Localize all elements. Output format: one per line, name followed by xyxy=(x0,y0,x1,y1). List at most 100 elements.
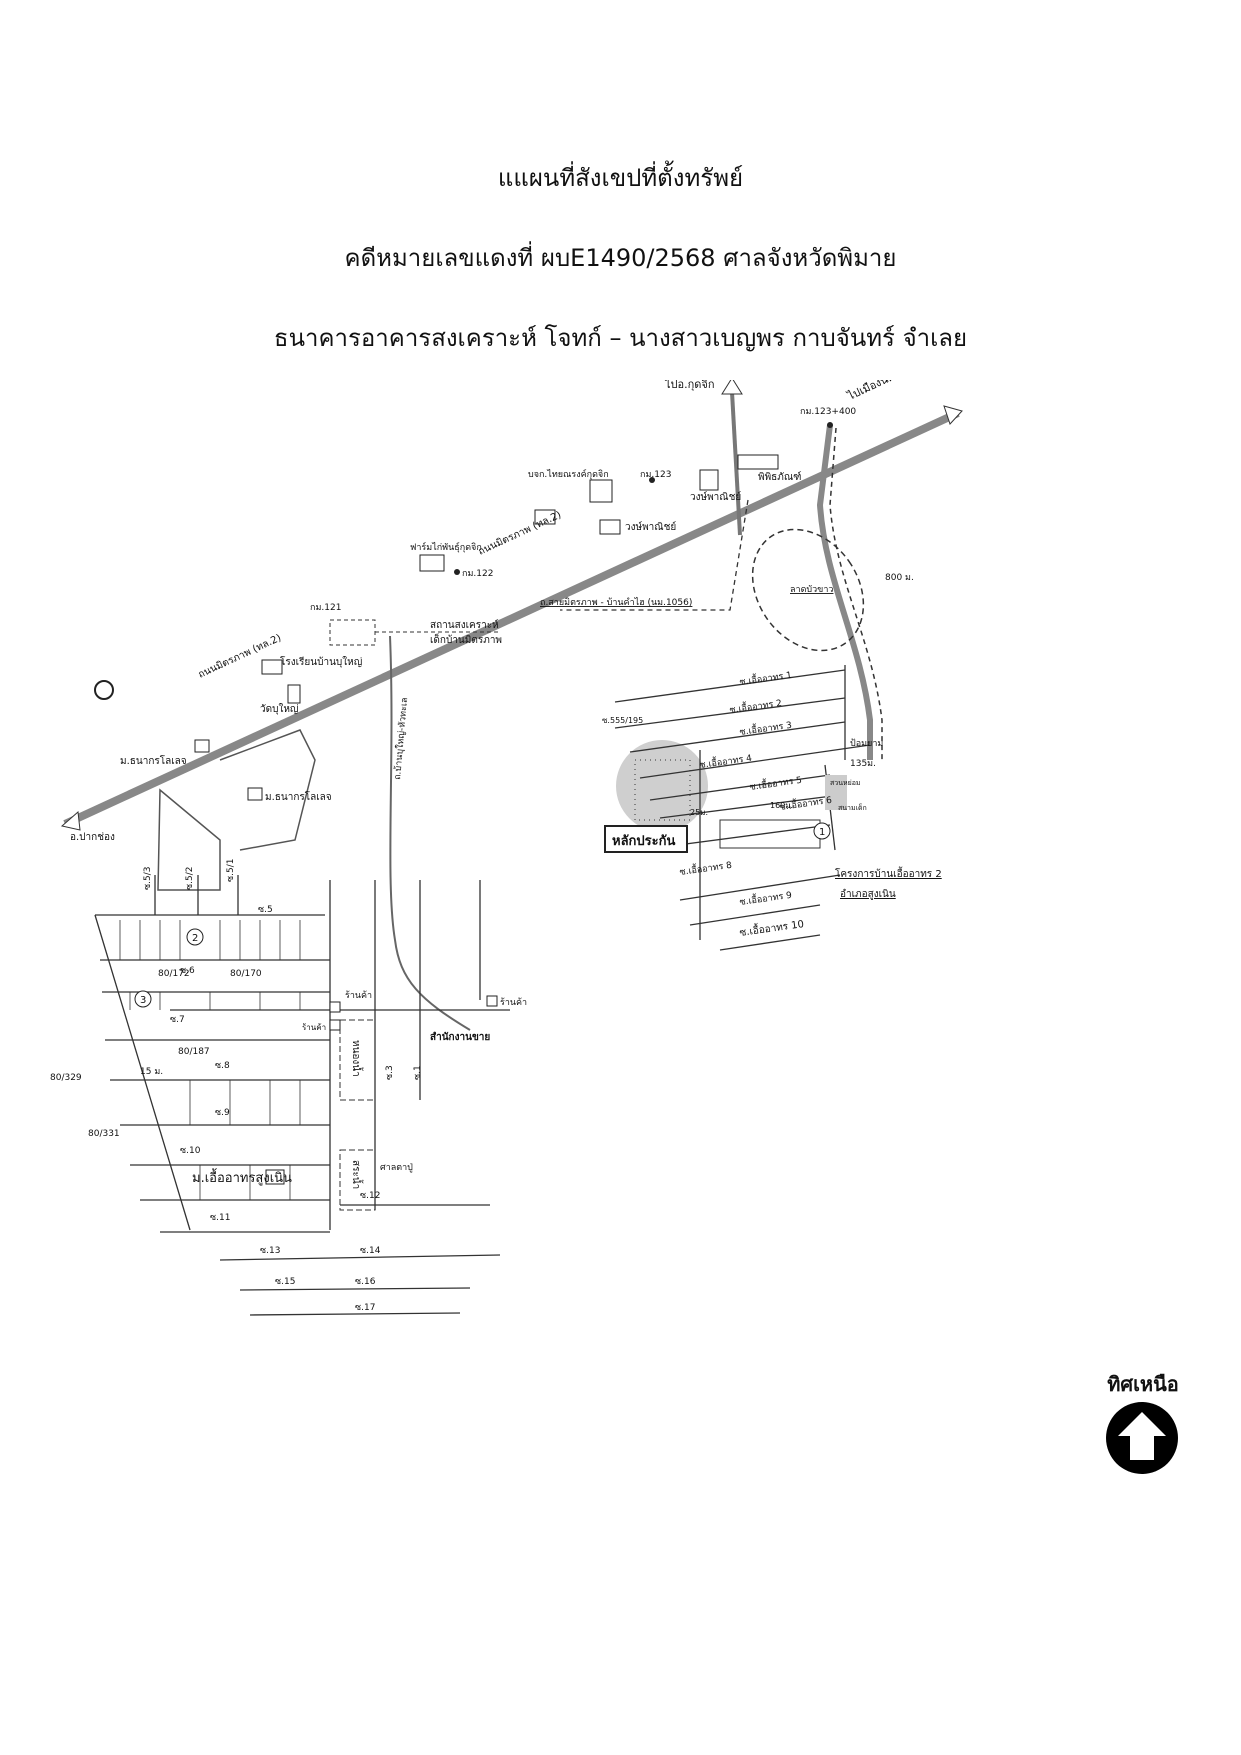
label-dist-25: 25ม. xyxy=(690,808,708,817)
shop-box-icon xyxy=(486,995,498,1007)
label-s6: ซ.6 xyxy=(180,966,195,976)
label-p80-172: 80/172 xyxy=(158,969,190,979)
label-to-nakhon-ratchasima: ไปเมืองนครราชสีมา xyxy=(845,380,938,403)
label-wongpanich-2: วงษ์พาณิชย์ xyxy=(625,521,676,533)
label-s13: ซ.13 xyxy=(260,1246,280,1256)
label-plot-555: ซ.555/195 xyxy=(602,716,643,725)
label-guard: ป้อมยาม xyxy=(850,738,883,749)
house-icon xyxy=(265,1169,285,1185)
mittraphap-highway xyxy=(63,409,960,828)
highway-arrow-east xyxy=(943,405,963,425)
label-s53: ซ.5/3 xyxy=(143,867,153,890)
pool-area xyxy=(339,1149,376,1211)
label-village-b: ม.ธนากรโลเลจ xyxy=(265,790,332,803)
lower-map: 2 3 ซ.5/3 ซ.5/2 ซ.5/1 ซ.5 ซ.6 ซ.7 ซ.8 ซ.… xyxy=(50,859,527,1316)
road-ban-bu-yai xyxy=(389,635,471,1031)
label-p80-329: 80/329 xyxy=(50,1073,82,1083)
label-shop-1: ร้านค้า xyxy=(345,990,372,1001)
museum-building-icon xyxy=(737,454,779,470)
label-road-ban-bu: ถ.บ้านบุใหญ่-หัวทะเล xyxy=(392,697,410,780)
label-p80-187: 80/187 xyxy=(178,1047,210,1057)
north-label: ทิศเหนือ xyxy=(1107,1372,1179,1396)
label-garden: สวนหย่อม xyxy=(830,779,861,787)
case-number-line: คดีหมายเลขแดงที่ ผบE1490/2568 ศาลจังหวัด… xyxy=(344,244,897,272)
label-soi-10: ซ.เอื้ออาทร 10 xyxy=(738,916,804,939)
label-p80-331: 80/331 xyxy=(88,1129,120,1139)
house-icon xyxy=(194,739,210,753)
label-s52: ซ.5/2 xyxy=(185,867,195,890)
label-dist-160: 160ม. xyxy=(770,801,793,810)
marker-2-label: 2 xyxy=(192,933,198,944)
label-village-a: ม.ธนากรโลเลจ xyxy=(120,754,187,767)
label-soi-5: ซ.เอื้ออาทร 5 xyxy=(749,773,803,793)
label-s1: ซ.1 xyxy=(413,1065,423,1080)
label-park: สนามเด็ก xyxy=(838,803,867,812)
school-icon xyxy=(261,659,283,675)
route-dashed-right xyxy=(829,427,883,760)
label-s8: ซ.8 xyxy=(215,1061,230,1071)
label-chicken-farm: ฟาร์มไก่พันธุ์กุดจิก xyxy=(410,541,482,553)
label-soi-1: ซ.เอื้ออาทร 1 xyxy=(739,668,793,688)
marker-3 xyxy=(134,990,152,1008)
marker-3-label: 3 xyxy=(140,995,146,1006)
label-s14: ซ.14 xyxy=(360,1246,381,1256)
label-s12: ซ.12 xyxy=(360,1191,380,1201)
label-soi-8: ซ.เอื้ออาทร 8 xyxy=(679,858,733,878)
north-arrow-icon xyxy=(1106,1402,1178,1474)
label-dist-800: 800 ม. xyxy=(885,573,914,583)
label-museum: พิพิธภัณฑ์ xyxy=(758,471,801,483)
label-welfare-home-1: สถานสงเคราะห์ xyxy=(430,619,499,631)
page-title: แแผนที่สังเขปที่ตั้งทรัพย์ xyxy=(497,164,744,192)
label-wongpanich-1: วงษ์พาณิชย์ xyxy=(690,491,741,503)
label-pool: สระน้ำ xyxy=(350,1160,364,1189)
label-sales-office: สำนักงานขาย xyxy=(430,1031,490,1043)
school-wat-area xyxy=(157,729,316,891)
label-welfare-home-2: เด็กบ้านมิตรภาพ xyxy=(430,632,502,646)
marker-1-label: 1 xyxy=(819,827,825,838)
label-s15: ซ.15 xyxy=(275,1277,295,1287)
label-km-122: กม.122 xyxy=(462,569,493,579)
label-s9: ซ.9 xyxy=(215,1108,230,1118)
highway-arrow-west xyxy=(60,810,81,831)
label-15m: 15 ม. xyxy=(140,1067,163,1077)
km-marker xyxy=(454,569,460,575)
house-icon xyxy=(247,787,263,801)
pond-area xyxy=(339,1019,376,1101)
label-shrine: ศาลตาปู่ xyxy=(380,1163,413,1173)
side-road-dashed xyxy=(560,499,749,611)
label-s11: ซ.11 xyxy=(210,1213,230,1223)
label-s7: ซ.7 xyxy=(170,1015,185,1025)
shop-box-icon xyxy=(329,1019,341,1031)
label-collateral: หลักประกัน xyxy=(612,834,675,849)
factory-icon xyxy=(589,479,613,503)
garden-area xyxy=(825,775,847,810)
project-access-road xyxy=(816,424,873,760)
km-marker xyxy=(649,477,655,483)
project-map: 1 หลักประกัน ซ.เอื้ออาทร 1 ซ.เอื้ออาทร 2… xyxy=(602,665,942,951)
label-s5: ซ.5 xyxy=(258,905,273,915)
label-soi-3: ซ.เอื้ออาทร 3 xyxy=(739,718,793,738)
label-s10: ซ.10 xyxy=(180,1146,201,1156)
label-thai-nong-factory: บจก.ไทยณรงค์กุดจิก xyxy=(528,468,609,480)
location-map: ไปอ.กุดจิก ไปเมืองนครราชสีมา กม.123+400 … xyxy=(50,380,963,1316)
label-project-1: โครงการบ้านเอื้ออาทร 2 xyxy=(835,866,942,880)
collateral-box xyxy=(604,825,688,853)
label-project-2: อำเภอสูงเนิน xyxy=(840,889,896,900)
label-km-123: กม.123 xyxy=(640,470,671,480)
label-km-121: กม.121 xyxy=(310,603,341,613)
label-soi-2: ซ.เอื้ออาทร 2 xyxy=(729,696,783,716)
shop-box-icon xyxy=(329,1001,341,1013)
museum-icon xyxy=(699,469,719,491)
marker-1 xyxy=(813,822,831,840)
label-soi-9: ซ.เอื้ออาทร 9 xyxy=(739,888,793,908)
label-shop-2: ร้านค้า xyxy=(500,997,527,1008)
label-soi-4: ซ.เอื้ออาทร 4 xyxy=(699,751,753,771)
parties-line: ธนาคารอาคารสงเคราะห์ โจทก์ – นางสาวเบญพร… xyxy=(273,324,968,352)
label-lake: ลาดบัวขาว xyxy=(790,585,833,595)
label-dist-135: 135ม. xyxy=(850,759,876,769)
road-kut-chik xyxy=(730,391,742,536)
temple-icon xyxy=(287,684,301,704)
farm-icon xyxy=(419,554,445,572)
label-school: โรงเรียนบ้านบุใหญ่ xyxy=(280,655,362,668)
lake xyxy=(751,528,865,652)
